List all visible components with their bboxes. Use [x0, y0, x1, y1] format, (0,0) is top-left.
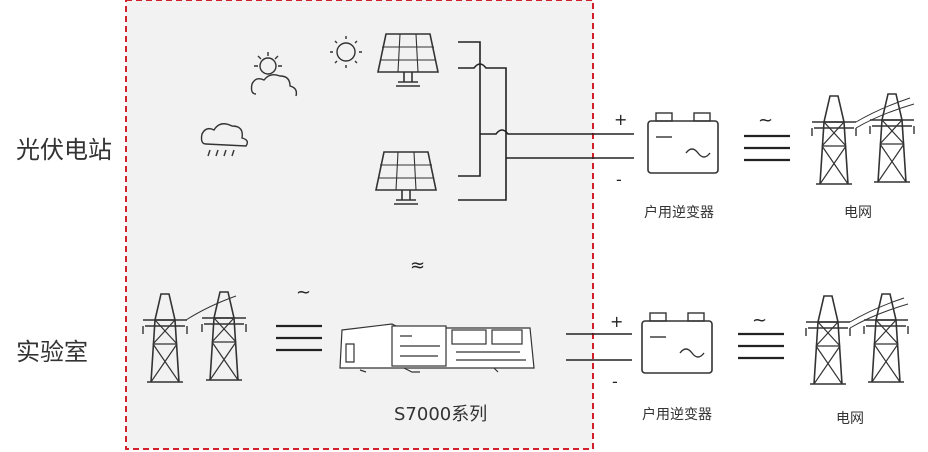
simulator-unit-icon — [339, 323, 535, 373]
inverter-label: 户用逆变器 — [644, 205, 714, 221]
tower-icon — [805, 295, 851, 385]
sun-icon — [330, 36, 362, 68]
inverter-label: 户用逆变器 — [642, 407, 712, 423]
grid-label: 电网 — [844, 205, 872, 221]
tower-icon — [863, 293, 909, 383]
approx-symbol: ≈ — [410, 255, 426, 276]
plus-sign: + — [610, 312, 624, 331]
minus-sign: - — [612, 372, 618, 391]
sun-cloud-icon — [250, 52, 298, 97]
tower-icon — [811, 95, 857, 185]
row-label-pv: 光伏电站 — [16, 136, 112, 164]
lab-frame — [125, 0, 594, 450]
inverter-icon — [641, 312, 713, 374]
ac-symbol: ~ — [758, 110, 774, 131]
rain-cloud-icon — [200, 123, 249, 157]
simulator-label: S7000系列 — [394, 404, 488, 425]
ac-lines-icon — [742, 134, 792, 162]
row-label-lab: 实验室 — [16, 338, 88, 366]
plus-sign: + — [614, 110, 628, 129]
ac-lines-icon — [736, 332, 786, 360]
inverter-icon — [647, 112, 719, 174]
tower-icon — [869, 93, 915, 183]
ac-symbol: ~ — [296, 282, 312, 303]
pv-wiring — [458, 41, 634, 201]
ac-symbol: ~ — [752, 310, 768, 331]
grid-label: 电网 — [836, 411, 864, 427]
minus-sign: - — [616, 170, 622, 189]
